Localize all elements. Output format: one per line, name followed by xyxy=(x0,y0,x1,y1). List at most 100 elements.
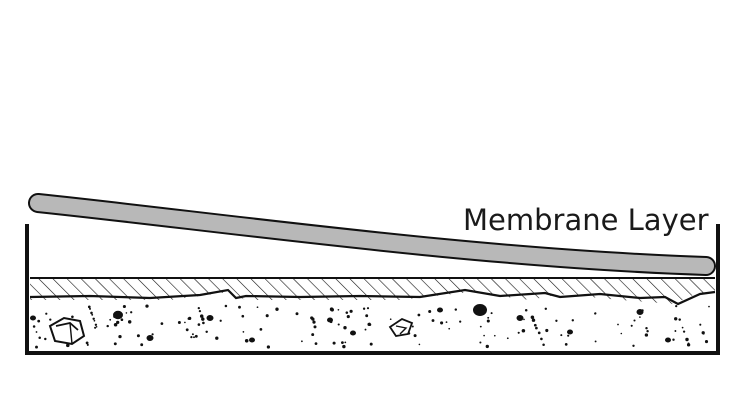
aggregate-speck xyxy=(160,322,164,325)
aggregate-speck xyxy=(265,314,269,318)
aggregate-speck xyxy=(87,305,91,309)
aggregate-speck xyxy=(362,307,366,310)
aggregate-speck xyxy=(329,307,334,311)
aggregate-speck xyxy=(130,311,133,314)
aggregate-pebble xyxy=(437,307,443,313)
aggregate-speck xyxy=(341,341,344,344)
aggregate-speck xyxy=(344,341,347,344)
aggregate-speck xyxy=(215,336,219,340)
aggregate-speck xyxy=(630,324,633,327)
aggregate-speck xyxy=(674,317,678,321)
aggregate-speck xyxy=(459,320,462,323)
aggregate-speck xyxy=(428,309,432,314)
aggregate-speck xyxy=(311,317,315,321)
aggregate-speck xyxy=(185,328,189,332)
aggregate-speck xyxy=(313,325,317,329)
concrete-slab xyxy=(30,292,715,352)
aggregate-speck xyxy=(202,321,205,325)
aggregate-pebble xyxy=(350,330,356,336)
aggregate-speck xyxy=(365,314,369,318)
aggregate-speck xyxy=(32,325,36,328)
aggregate-pebble xyxy=(567,329,573,335)
aggregate-speck xyxy=(125,312,128,314)
aggregate-speck xyxy=(85,341,89,345)
aggregate-speck xyxy=(645,326,648,330)
aggregate-speck xyxy=(190,335,193,339)
aggregate-speck xyxy=(517,331,520,334)
aggregate-speck xyxy=(440,321,444,325)
aggregate-speck xyxy=(493,334,496,337)
aggregate-speck xyxy=(109,318,112,321)
aggregate-speck xyxy=(66,343,70,348)
concrete-aggregate xyxy=(30,304,710,349)
aggregate-speck xyxy=(71,315,74,319)
aggregate-speck xyxy=(266,345,271,349)
aggregate-speck xyxy=(184,321,186,324)
aggregate-speck xyxy=(343,326,347,330)
aggregate-speck xyxy=(523,318,525,321)
aggregate-speck xyxy=(91,313,94,316)
aggregate-speck xyxy=(256,306,259,309)
aggregate-speck xyxy=(342,344,346,349)
aggregate-speck xyxy=(530,315,535,319)
aggregate-speck xyxy=(704,340,709,344)
aggregate-speck xyxy=(594,340,597,343)
aggregate-speck xyxy=(35,345,38,349)
aggregate-speck xyxy=(205,330,208,334)
aggregate-speck xyxy=(544,307,547,310)
aggregate-speck xyxy=(632,344,635,347)
aggregate-pebble xyxy=(665,337,671,343)
aggregate-speck xyxy=(485,344,489,349)
aggregate-speck xyxy=(560,334,563,337)
aggregate-speck xyxy=(454,308,457,311)
aggregate-speck xyxy=(483,334,485,337)
aggregate-speck xyxy=(487,316,490,319)
aggregate-speck xyxy=(345,311,349,314)
aggregate-speck xyxy=(120,318,124,322)
aggregate-speck xyxy=(535,326,538,330)
aggregate-stone-small xyxy=(388,317,414,337)
aggregate-speck xyxy=(699,323,702,326)
aggregate-speck xyxy=(682,330,686,333)
aggregate-speck xyxy=(644,333,649,337)
aggregate-speck xyxy=(479,341,482,344)
aggregate-speck xyxy=(127,320,132,324)
aggregate-speck xyxy=(448,327,451,330)
aggregate-speck xyxy=(106,324,109,328)
aggregate-speck xyxy=(94,323,98,326)
aggregate-speck xyxy=(193,336,195,339)
aggregate-speck xyxy=(389,318,392,321)
aggregate-pebble xyxy=(30,315,36,321)
aggregate-speck xyxy=(177,321,181,324)
aggregate-speck xyxy=(346,315,350,319)
aggregate-speck xyxy=(445,321,448,323)
aggregate-speck xyxy=(37,319,41,323)
aggregate-speck xyxy=(681,326,684,329)
aggregate-speck xyxy=(506,337,509,340)
aggregate-speck xyxy=(555,319,558,322)
aggregate-speck xyxy=(86,343,89,346)
aggregate-pebble xyxy=(473,304,487,316)
aggregate-speck xyxy=(89,307,91,310)
aggregate-speck xyxy=(194,334,198,338)
aggregate-speck xyxy=(364,328,367,331)
membrane-sheet xyxy=(28,193,716,276)
aggregate-speck xyxy=(571,319,574,322)
aggregate-speck xyxy=(312,320,316,324)
aggregate-speck xyxy=(93,319,96,322)
aggregate-speck xyxy=(197,323,201,326)
aggregate-speck xyxy=(197,306,200,310)
aggregate-speck xyxy=(301,340,303,343)
aggregate-speck xyxy=(413,334,417,338)
aggregate-speck xyxy=(431,319,435,322)
aggregate-speck xyxy=(646,330,649,333)
aggregate-speck xyxy=(224,304,228,308)
aggregate-speck xyxy=(198,309,202,313)
aggregate-pebble xyxy=(327,317,333,323)
aggregate-speck xyxy=(639,316,641,318)
aggregate-speck xyxy=(564,343,568,346)
screed-layer xyxy=(29,277,716,306)
aggregate-speck xyxy=(674,330,677,332)
aggregate-speck xyxy=(38,336,41,340)
